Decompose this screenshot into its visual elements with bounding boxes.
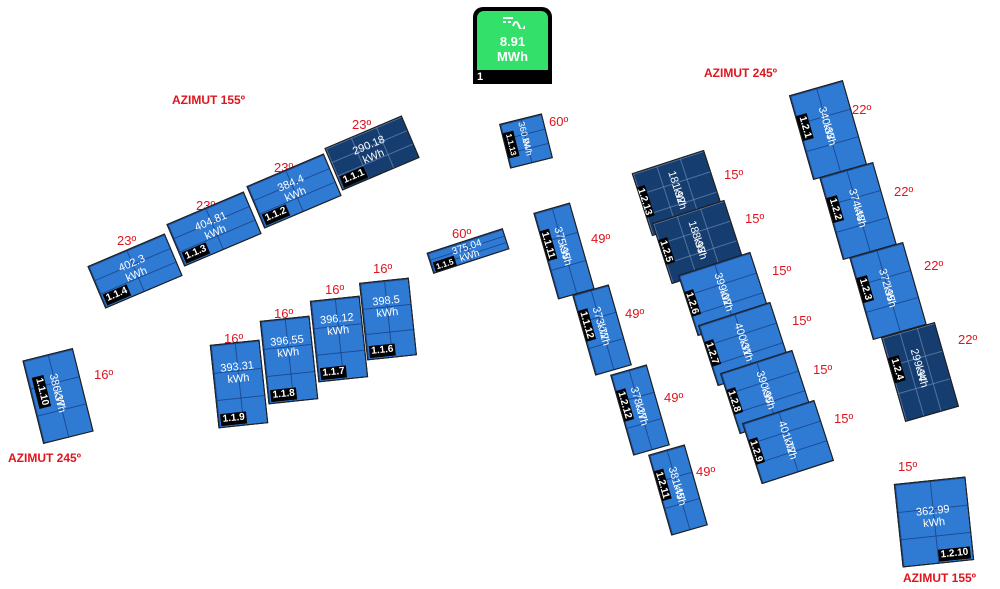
tilt-label: 60º [549,114,569,129]
azimuth-label: AZIMUT 155º [903,571,977,585]
tilt-label: 16º [373,261,393,276]
tilt-label: 60º [452,226,472,241]
solar-panel-1-1-6[interactable]: 398.5 kWh 1.1.6 [359,277,417,361]
solar-panel-1-1-8[interactable]: 396.55 kWh 1.1.8 [259,315,319,405]
tilt-label: 22º [852,102,872,117]
tilt-label: 15º [834,411,854,426]
inverter-value: 8.91 [499,34,526,49]
tilt-label: 15º [724,167,744,182]
azimuth-label: AZIMUT 245º [8,451,82,465]
tilt-label: 49º [625,306,645,321]
tilt-label: 23º [117,233,137,248]
solar-panel-1-2-4[interactable]: 299.94 kWh 1.2.4 [880,321,960,423]
azimuth-label: AZIMUT 155º [172,93,246,107]
tilt-label: 23º [352,117,372,132]
solar-panel-1-2-3[interactable]: 372.95 kWh 1.2.3 [849,241,927,341]
tilt-label: 22º [894,184,914,199]
solar-panel-1-1-11[interactable]: 375.95 kWh 1.1.11 [533,202,595,300]
tilt-label: 15º [745,211,765,226]
tilt-label: 15º [813,362,833,377]
solar-panel-1-2-10[interactable]: 362.99 kWh 1.2.10 [893,476,975,568]
tilt-label: 49º [664,390,684,405]
tilt-label: 15º [898,459,918,474]
tilt-label: 22º [958,332,978,347]
inverter-card[interactable]: 8.91 MWh 1 [473,7,552,84]
solar-panel-1-1-9[interactable]: 393.31 kWh 1.1.9 [209,339,269,429]
tilt-label: 49º [696,464,716,479]
inverter-unit: MWh [496,49,529,64]
solar-panel-1-1-1[interactable]: 290.18 kWh 1.1.1 [324,115,420,191]
solar-panel-1-2-1[interactable]: 340.83 kWh 1.2.1 [788,79,868,181]
tilt-label: 16º [325,282,345,297]
solar-panel-1-1-7[interactable]: 396.12 kWh 1.1.7 [309,295,369,383]
solar-panel-1-1-12[interactable]: 373.72 kWh 1.1.12 [572,284,632,376]
solar-panel-1-2-2[interactable]: 374.48 kWh 1.2.2 [819,161,897,261]
ac-dc-inverter-icon [503,17,525,29]
solar-panel-1-1-10[interactable]: 386.37 kWh 1.1.10 [22,347,94,445]
tilt-label: 15º [772,263,792,278]
tilt-label: 22º [924,258,944,273]
inverter-id: 1 [477,71,484,83]
solar-panel-1-2-12[interactable]: 378.27 kWh 1.2.12 [610,364,670,456]
solar-panel-1-1-2[interactable]: 384.4 kWh 1.1.2 [246,153,342,229]
solar-panel-1-1-13[interactable]: 360.94 kWh 1.1.13 [499,113,553,169]
tilt-label: 16º [94,367,114,382]
solar-panel-1-2-11[interactable]: 381.45 kWh 1.2.11 [648,444,708,536]
azimuth-label: AZIMUT 245º [704,66,778,80]
solar-panel-1-1-3[interactable]: 404.81 kWh 1.1.3 [166,191,262,267]
tilt-label: 49º [591,231,611,246]
solar-panel-1-1-4[interactable]: 402.3 kWh 1.1.4 [87,233,183,309]
inverter-screen: 8.91 MWh [477,11,548,70]
tilt-label: 15º [792,313,812,328]
